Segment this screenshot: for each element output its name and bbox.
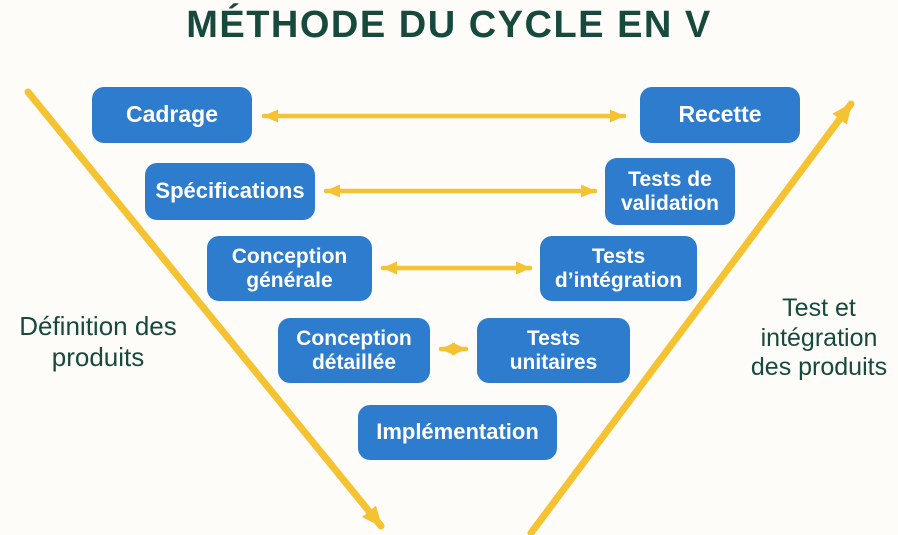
v-left-descending-arrow [24,88,385,530]
phase-box-conception-detaillee: Conception détaillée [278,318,430,383]
phase-box-implementation: Implémentation [358,405,557,460]
phase-box-conception-generale: Conception générale [207,236,372,301]
side-label-definition-des-produits: Définition des produits [19,311,177,372]
phase-box-recette: Recette [640,87,800,143]
phase-box-cadrage: Cadrage [92,87,252,143]
phase-box-tests-de-validation: Tests de validation [605,158,735,225]
side-label-test-et-integration-des-produits: Test et intégration des produits [750,294,888,381]
phase-box-tests-unitaires: Tests unitaires [477,318,630,383]
phase-box-tests-d-integration: Tests d’intégration [540,236,697,301]
phase-box-specifications: Spécifications [145,163,315,220]
page-title: MÉTHODE DU CYCLE EN V [186,4,712,46]
v-right-ascending-arrow [527,100,855,535]
